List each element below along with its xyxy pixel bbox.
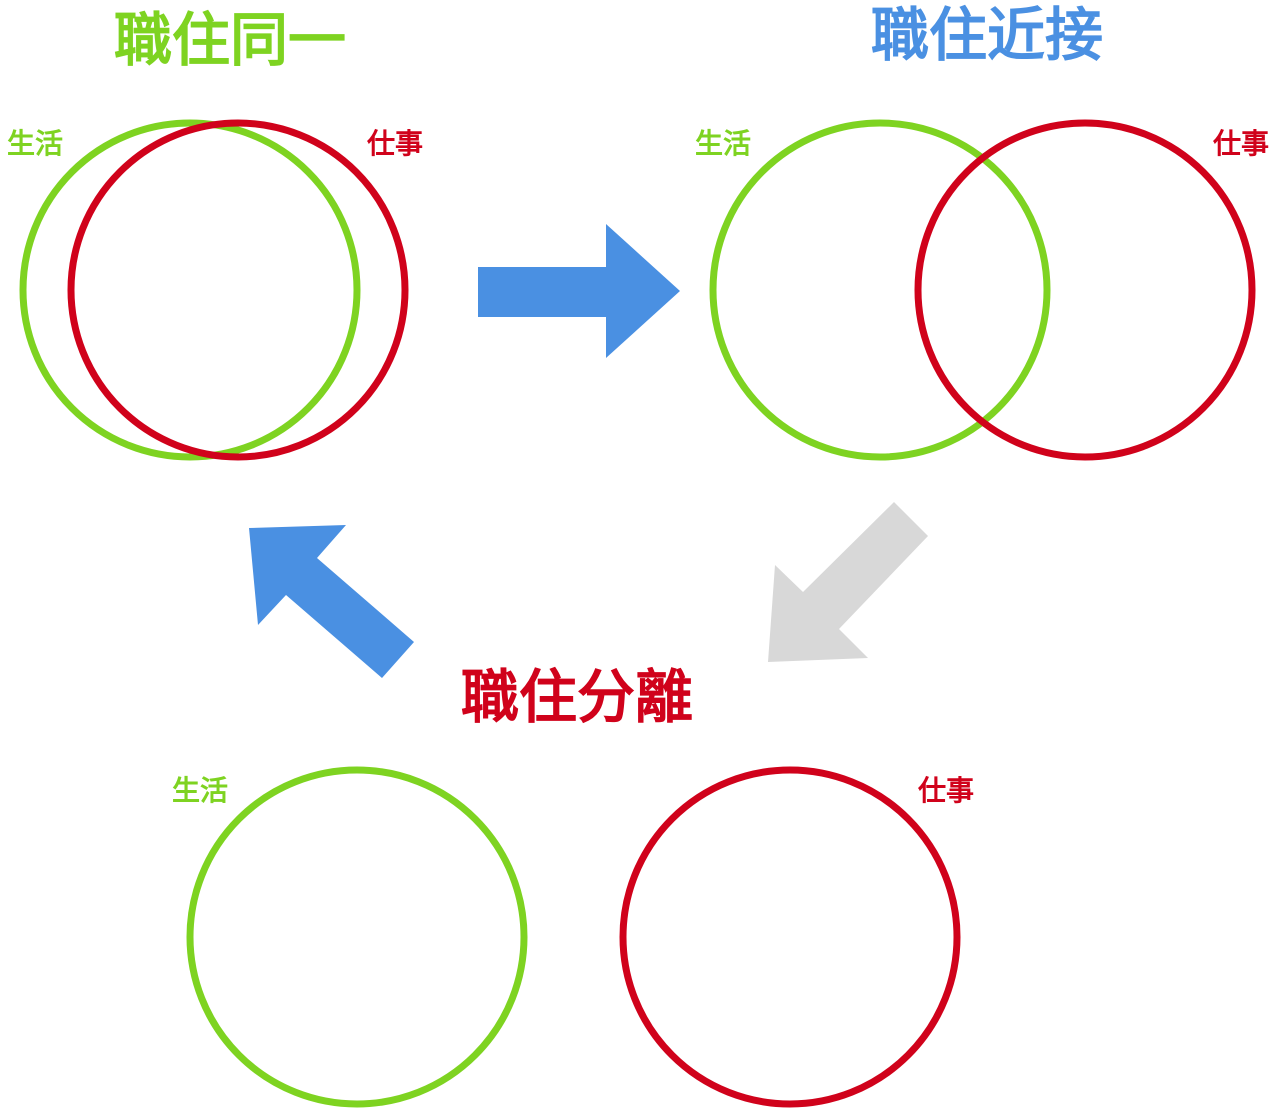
stage-same: 職住同一 生活 仕事 [7,6,423,461]
life-label-separation: 生活 [172,774,228,807]
work-label-proximity: 仕事 [1212,127,1269,160]
work-circle-same [67,119,409,461]
stage-proximity: 職住近接 生活 仕事 [695,1,1269,461]
stage-title-proximity: 職住近接 [871,1,1103,69]
life-circle-proximity [709,119,1051,461]
work-label-separation: 仕事 [917,774,974,807]
life-circle-same [19,119,361,461]
arrow-right-icon [478,224,680,358]
life-label-same: 生活 [7,127,63,160]
stage-separation: 職住分離 生活 仕事 [172,663,974,1108]
arrow-down-left-icon [768,502,928,662]
stage-title-separation: 職住分離 [461,663,693,731]
arrow-up-left-icon [249,525,414,678]
life-label-proximity: 生活 [695,127,751,160]
stage-title-same: 職住同一 [114,6,346,74]
work-label-same: 仕事 [366,127,423,160]
life-circle-separation [186,766,528,1108]
work-circle-separation [619,766,961,1108]
work-circle-proximity [914,119,1256,461]
